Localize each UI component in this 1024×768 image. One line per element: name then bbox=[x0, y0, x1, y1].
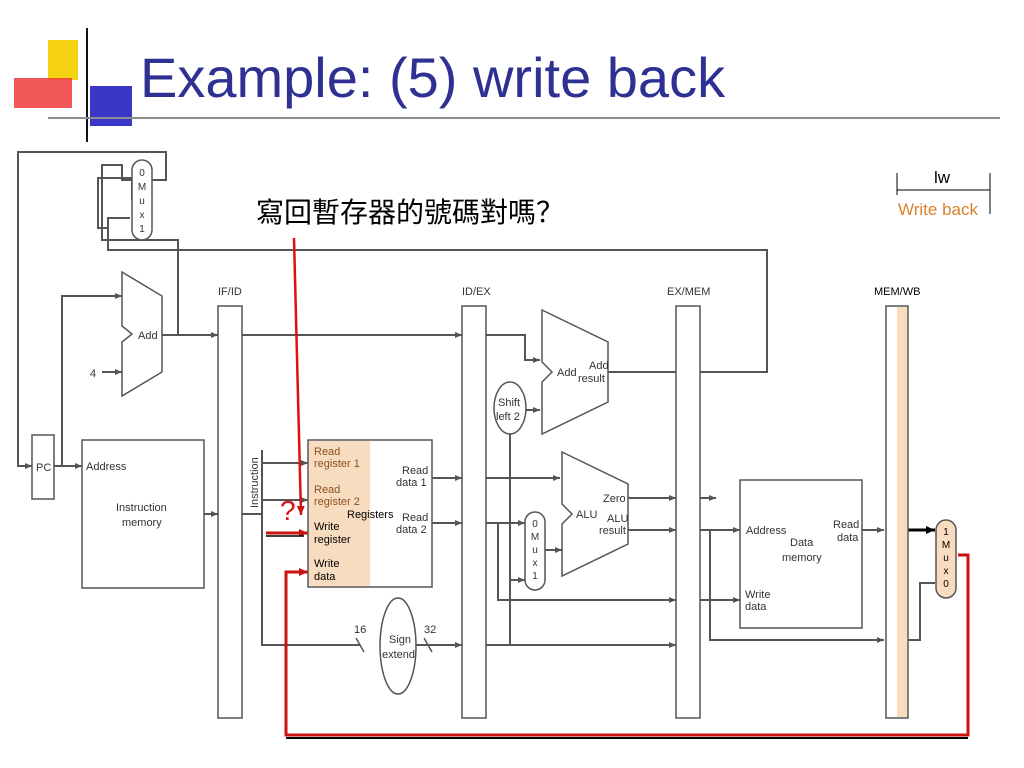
zero-label: Zero bbox=[603, 493, 626, 505]
add-result-b: result bbox=[578, 373, 605, 385]
if-id-label: IF/ID bbox=[218, 286, 242, 298]
dm-write-a: Write bbox=[745, 589, 770, 601]
mux-mem-to-reg bbox=[935, 519, 957, 599]
pc-adder bbox=[121, 270, 163, 398]
mux-letter: u bbox=[943, 553, 949, 564]
read-data-2-b: data 2 bbox=[396, 524, 427, 536]
alu bbox=[561, 450, 629, 578]
id-ex-label: ID/EX bbox=[462, 286, 491, 298]
slide-title: Example: (5) write back bbox=[140, 46, 726, 109]
ex-mem-register bbox=[675, 305, 701, 719]
mux-letter: 0 bbox=[139, 168, 145, 179]
mux-letter: M bbox=[138, 182, 146, 193]
write-data-b: data bbox=[314, 571, 336, 583]
legend-instruction: lw bbox=[934, 168, 951, 187]
write-data-a: Write bbox=[314, 558, 339, 570]
read-register-2-a: Read bbox=[314, 484, 340, 496]
mux-letter: u bbox=[139, 196, 145, 207]
dm-address: Address bbox=[746, 525, 787, 537]
if-id-register bbox=[217, 305, 243, 719]
instr-mem-line1: Instruction bbox=[116, 502, 167, 514]
read-register-1-a: Read bbox=[314, 446, 340, 458]
read-data-1-a: Read bbox=[402, 465, 428, 477]
alu-result-a: ALU bbox=[607, 513, 628, 525]
registers-label: Registers bbox=[347, 509, 394, 521]
mux-letter: x bbox=[533, 558, 538, 569]
mux-letter: x bbox=[944, 566, 949, 577]
mux-letter: 1 bbox=[943, 527, 949, 538]
mux-letter: M bbox=[942, 540, 950, 551]
dm-write-b: data bbox=[745, 601, 767, 613]
ex-mem-label: EX/MEM bbox=[667, 286, 710, 298]
dm-line2: memory bbox=[782, 552, 822, 564]
dm-line1: Data bbox=[790, 537, 814, 549]
shift-b: left 2 bbox=[496, 411, 520, 423]
mux-alu-src bbox=[524, 511, 546, 591]
instr-mem-line2: memory bbox=[122, 517, 162, 529]
mux-letter: 1 bbox=[139, 224, 145, 235]
pc-label: PC bbox=[36, 462, 51, 474]
write-register-b: register bbox=[314, 534, 351, 546]
shift-left-2 bbox=[493, 381, 527, 435]
mux-letter: 1 bbox=[532, 571, 538, 582]
pc-adder-label: Add bbox=[138, 330, 158, 342]
instr-mem-address: Address bbox=[86, 461, 127, 473]
constant-four: 4 bbox=[90, 368, 96, 380]
data-memory bbox=[739, 479, 863, 629]
sign-extend-a: Sign bbox=[389, 634, 411, 646]
dm-read-a: Read bbox=[833, 519, 859, 531]
legend-stage: Write back bbox=[898, 200, 978, 219]
mem-wb-label: MEM/WB bbox=[874, 286, 920, 298]
width-16: 16 bbox=[354, 624, 366, 636]
add-result-a: Add bbox=[589, 360, 609, 372]
sign-extend-b: extend bbox=[382, 649, 415, 661]
read-data-2-a: Read bbox=[402, 512, 428, 524]
writeback-paths bbox=[266, 237, 970, 739]
branch-adder-label: Add bbox=[557, 367, 577, 379]
mux-letter: x bbox=[140, 210, 145, 221]
mux-pc-source bbox=[131, 159, 153, 241]
id-ex-register bbox=[461, 305, 487, 719]
write-register-a: Write bbox=[314, 521, 339, 533]
instruction-vertical-label: Instruction bbox=[249, 457, 261, 508]
pc-register bbox=[31, 434, 55, 500]
read-register-1-b: register 1 bbox=[314, 458, 360, 470]
question-text: 寫回暫存器的號碼對嗎？ bbox=[256, 196, 564, 229]
title-decoration bbox=[14, 28, 1000, 142]
read-register-2-b: register 2 bbox=[314, 496, 360, 508]
mux-letter: 0 bbox=[532, 519, 538, 530]
mux-letter: M bbox=[531, 532, 539, 543]
shift-a: Shift bbox=[498, 397, 520, 409]
dm-read-b: data bbox=[837, 532, 859, 544]
branch-adder bbox=[541, 308, 609, 436]
read-data-1-b: data 1 bbox=[396, 477, 427, 489]
mux-letter: 0 bbox=[943, 579, 949, 590]
register-file-highlight bbox=[309, 441, 370, 586]
alu-result-b: result bbox=[599, 525, 626, 537]
stage-legend: lw Write back bbox=[896, 168, 991, 219]
instruction-memory bbox=[81, 439, 205, 589]
mux-letter: u bbox=[532, 545, 538, 556]
mem-wb-highlight bbox=[897, 307, 907, 717]
alu-label: ALU bbox=[576, 509, 597, 521]
question-mark: ? bbox=[280, 495, 296, 526]
sign-extend bbox=[379, 597, 417, 695]
width-32: 32 bbox=[424, 624, 436, 636]
